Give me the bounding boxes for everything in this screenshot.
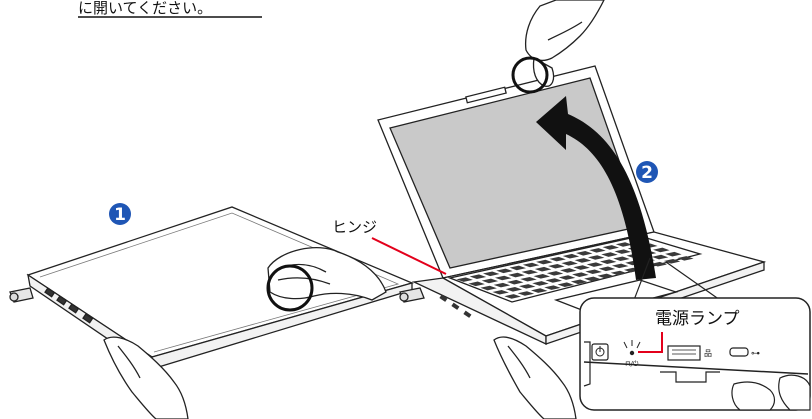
keyboard-key bbox=[549, 256, 566, 262]
keyboard-key bbox=[481, 278, 499, 284]
keyboard-key bbox=[494, 275, 512, 281]
keyboard-key bbox=[505, 287, 523, 292]
zoom-inset: 電源ランプ ⊓/⏻ 品 ⊶ bbox=[579, 297, 811, 411]
keyboard-key bbox=[572, 272, 589, 277]
keyboard-key bbox=[532, 281, 549, 286]
step-2-badge: 2 bbox=[636, 161, 658, 183]
keyboard-key bbox=[613, 256, 630, 262]
hand-lower-right-figure bbox=[493, 336, 577, 419]
keyboard-key bbox=[522, 262, 540, 268]
step-1-number: 1 bbox=[114, 205, 126, 225]
zoom-leader-left bbox=[633, 257, 651, 301]
keyboard-key bbox=[518, 284, 536, 289]
keyboard-key bbox=[599, 259, 617, 264]
keyboard-key bbox=[574, 258, 592, 263]
keyboard-key bbox=[651, 254, 669, 260]
keyboard-key bbox=[506, 279, 524, 285]
keyboard-key bbox=[573, 265, 590, 270]
keyboard-key bbox=[663, 259, 681, 264]
keyboard-key bbox=[493, 282, 511, 288]
keyboard-key bbox=[530, 288, 548, 293]
hand-lower-left-figure bbox=[103, 336, 189, 419]
keyboard-key bbox=[469, 274, 487, 279]
hand-top-right-figure bbox=[524, 0, 605, 87]
svg-text:品: 品 bbox=[704, 349, 712, 358]
keyboard-key bbox=[534, 266, 552, 272]
keyboard-key bbox=[589, 248, 606, 253]
keyboard-key bbox=[533, 274, 551, 279]
side-ports bbox=[439, 294, 472, 318]
zoom-leader-right bbox=[665, 261, 721, 301]
keyboard-key bbox=[496, 268, 513, 274]
keyboard-key bbox=[544, 285, 561, 290]
keyboard-key bbox=[546, 271, 564, 276]
keyboard-key bbox=[492, 289, 509, 295]
keyboard-key bbox=[520, 276, 537, 282]
keyboard-key bbox=[587, 255, 605, 260]
keyboard-key bbox=[562, 253, 580, 259]
keyboard-key bbox=[611, 263, 629, 269]
usb-c-port-icon: ⊶ bbox=[729, 347, 760, 359]
step-1-badge: 1 bbox=[109, 203, 131, 225]
keyboard-key bbox=[585, 269, 602, 275]
keyboard-key bbox=[557, 282, 575, 288]
keyboard-key bbox=[584, 276, 601, 282]
svg-text:⊶: ⊶ bbox=[751, 349, 760, 359]
keyboard-key bbox=[536, 259, 553, 265]
keyboard-key bbox=[508, 272, 525, 278]
keyboard-key bbox=[468, 281, 485, 287]
keyboard-key bbox=[560, 268, 577, 273]
keyboard-key bbox=[456, 277, 473, 282]
lan-port-icon: 品 bbox=[660, 345, 720, 383]
keyboard-key bbox=[558, 275, 576, 280]
keyboard-key bbox=[602, 245, 620, 250]
keyboard-key bbox=[521, 269, 539, 275]
keyboard-key bbox=[504, 294, 521, 299]
finger-inset bbox=[778, 374, 811, 411]
keyboard-key bbox=[677, 256, 694, 261]
power-lamp-icon: ⊓/⏻ bbox=[623, 340, 641, 368]
keyboard-key bbox=[615, 242, 633, 247]
power-lamp-label: 電源ランプ bbox=[655, 309, 740, 329]
keyboard-key bbox=[545, 278, 563, 283]
heading-partial: に開いてください。 bbox=[78, 0, 212, 17]
keyboard-key bbox=[509, 265, 527, 271]
keyboard-key bbox=[517, 291, 535, 296]
keyboard-key bbox=[610, 270, 628, 276]
keyboard-key bbox=[665, 251, 682, 257]
keyboard-key bbox=[480, 285, 497, 291]
keyboard-key bbox=[597, 273, 614, 279]
keyboard-key bbox=[601, 252, 618, 257]
keyboard-key bbox=[614, 249, 632, 254]
keyboard-key bbox=[586, 262, 604, 267]
keyboard-key bbox=[653, 247, 670, 253]
keyboard-key bbox=[598, 266, 616, 272]
keyboard bbox=[456, 239, 694, 299]
step-2-number: 2 bbox=[641, 163, 653, 183]
hand-right-left-figure bbox=[267, 246, 387, 301]
lid-grip-circle bbox=[511, 56, 549, 94]
keyboard-key bbox=[482, 271, 500, 277]
hinge-label: ヒンジ bbox=[332, 218, 377, 236]
keyboard-key bbox=[650, 261, 668, 267]
keyboard-key bbox=[570, 279, 588, 285]
svg-text:⊓/⏻: ⊓/⏻ bbox=[625, 360, 639, 368]
plug-right-figure bbox=[399, 287, 425, 303]
keyboard-key bbox=[561, 261, 578, 266]
open-arrow bbox=[536, 96, 656, 280]
hinge-highlight-circle bbox=[266, 264, 314, 312]
keyboard-key bbox=[548, 263, 565, 269]
hinge-callout: ヒンジ bbox=[332, 218, 447, 275]
heading-text: に開いてください。 bbox=[78, 0, 262, 18]
keyboard-key bbox=[575, 250, 593, 256]
